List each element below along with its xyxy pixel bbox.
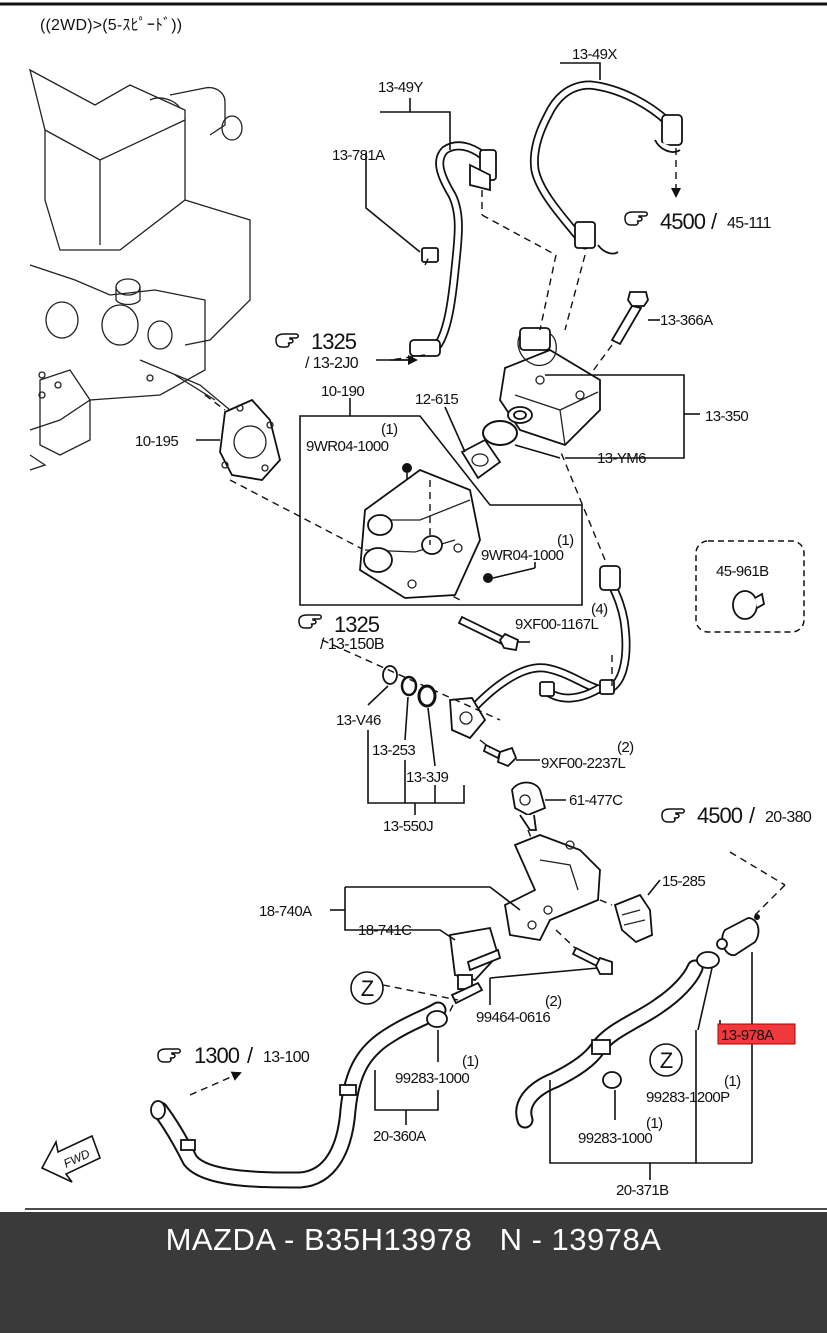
label-99283-1200p: 99283-1200P <box>646 1089 730 1106</box>
footer-part-number: B35H13978 <box>303 1222 473 1257</box>
label-9wr04-1000-top: 9WR04-1000 <box>306 438 389 455</box>
seal-13-3j9 <box>417 684 437 708</box>
ref-main: 4500 <box>660 209 706 234</box>
label-18-740a: 18-740A <box>259 903 312 920</box>
ref-mark-4500-45-111: 4500 / 45-111 <box>624 209 772 234</box>
seal-13-253 <box>400 675 418 697</box>
highlight-box-13-978a <box>717 1023 796 1045</box>
label-45-961b: 45-961B <box>716 563 769 580</box>
ref-main: 1300 <box>194 1043 240 1068</box>
bracket-15-285 <box>613 893 653 944</box>
hose-20-360a <box>150 1001 448 1189</box>
ref-sub: 45-111 <box>727 215 772 232</box>
zone-z-label-right: Z <box>660 1048 673 1073</box>
parts-diagram: ((2WD)>(5-ｽﾋﾟｰﾄﾞ)) <box>0 2 827 1210</box>
gasket-10-195 <box>219 398 281 481</box>
ref-sub: / 13-2J0 <box>305 355 359 372</box>
label-61-477c: 61-477C <box>569 792 623 809</box>
ref-main: 4500 <box>697 803 743 828</box>
label-13-ym6: 13-YM6 <box>597 450 646 467</box>
zone-z-marker-right <box>649 1043 683 1077</box>
bolt-99464-0616 <box>571 946 613 975</box>
label-99283-1200p-qty: (1) <box>724 1073 741 1090</box>
solenoid-18-741c <box>449 926 502 1005</box>
label-20-371b: 20-371B <box>616 1182 669 1199</box>
svg-text:/: / <box>711 209 718 234</box>
label-10-190: 10-190 <box>321 383 364 400</box>
bolt-9xf00-2237l <box>482 743 518 768</box>
label-12-615: 12-615 <box>415 391 458 408</box>
zone-z-marker-left <box>350 971 384 1005</box>
hose-20-371b <box>515 951 720 1129</box>
svg-text:/: / <box>749 803 756 828</box>
dashed-box-45-961b <box>695 540 805 633</box>
ref-mark-1325-13-150b: 1325 / 13-150B <box>298 612 385 653</box>
label-9wr04-1000-bottom: 9WR04-1000 <box>481 547 564 564</box>
label-99283-1000-a-qty: (1) <box>462 1053 479 1070</box>
ref-main: 1325 <box>334 612 380 637</box>
valve-13-978a <box>716 914 760 956</box>
pump-housing <box>359 463 493 599</box>
label-13-366a: 13-366A <box>660 312 713 329</box>
diagram-header: ((2WD)>(5-ｽﾋﾟｰﾄﾞ)) <box>40 16 182 34</box>
label-13-350: 13-350 <box>705 408 748 425</box>
ref-mark-1300-13-100: 1300 / 13-100 <box>157 1043 311 1068</box>
box-10-190 <box>299 398 583 606</box>
label-15-285: 15-285 <box>662 873 705 890</box>
ref-main: 1325 <box>311 329 357 354</box>
o-ring-13-ym6 <box>482 420 518 446</box>
ref-mark-4500-20-380: 4500 / 20-380 <box>661 803 813 828</box>
label-9xf00-1167l-qty: (4) <box>591 601 608 618</box>
fuel-pump-13-350 <box>499 327 601 447</box>
ref-sub: / 13-150B <box>320 636 384 653</box>
label-9xf00-1167l: 9XF00-1167L <box>515 616 598 633</box>
label-9wr04-1000-bottom-qty: (1) <box>557 532 574 549</box>
label-10-195: 10-195 <box>135 433 178 450</box>
label-13-253: 13-253 <box>372 742 415 759</box>
ref-sub: 13-100 <box>263 1049 310 1066</box>
seal-13-v46 <box>382 665 398 685</box>
fwd-arrow-icon: FWD <box>40 1134 102 1183</box>
label-13-781a: 13-781A <box>332 147 385 164</box>
ref-mark-1325-13-2j0: 1325 / 13-2J0 <box>275 329 359 372</box>
bolt-13-366a <box>610 291 649 346</box>
label-9xf00-2237l: 9XF00-2237L <box>541 755 626 772</box>
label-13-978a: 13-978A <box>721 1027 774 1044</box>
tappet-12-615 <box>460 438 502 480</box>
label-99464-0616: 99464-0616 <box>476 1009 550 1026</box>
label-99283-1000-b-qty: (1) <box>646 1115 663 1132</box>
engine-block-illustration <box>29 68 251 471</box>
label-9wr04-1000-top-qty: (1) <box>381 421 398 438</box>
label-18-741c: 18-741C <box>358 922 412 939</box>
zone-z-label-left: Z <box>361 976 374 1001</box>
footer-brand: MAZDA <box>165 1222 275 1257</box>
svg-text:/: / <box>247 1043 254 1068</box>
bolt-9xf00-1167l <box>457 615 520 652</box>
footer-ref-code: N - 13978A <box>499 1222 662 1257</box>
label-13-49x: 13-49X <box>572 46 617 63</box>
label-99283-1000-a: 99283-1000 <box>395 1070 469 1087</box>
label-13-49y: 13-49Y <box>378 79 423 96</box>
bracket-18-740a <box>504 834 601 941</box>
label-99464-0616-qty: (2) <box>545 993 562 1010</box>
clip-61-477c <box>511 781 547 831</box>
pipe-13-49y <box>409 141 497 357</box>
label-99283-1000-b: 99283-1000 <box>578 1130 652 1147</box>
label-13-550j: 13-550J <box>383 818 433 835</box>
footer-bar: MAZDA - B35H13978 N - 13978A <box>0 1212 827 1333</box>
pipe-13-49x <box>529 80 683 255</box>
label-13-v46: 13-V46 <box>336 712 381 729</box>
footer-caption: MAZDA - B35H13978 N - 13978A <box>165 1222 662 1257</box>
fuel-line-13-550j <box>449 565 631 740</box>
label-9xf00-2237l-qty: (2) <box>617 739 634 756</box>
label-13-3j9: 13-3J9 <box>406 769 449 786</box>
label-20-360a: 20-360A <box>373 1128 426 1145</box>
ref-sub: 20-380 <box>765 809 812 826</box>
